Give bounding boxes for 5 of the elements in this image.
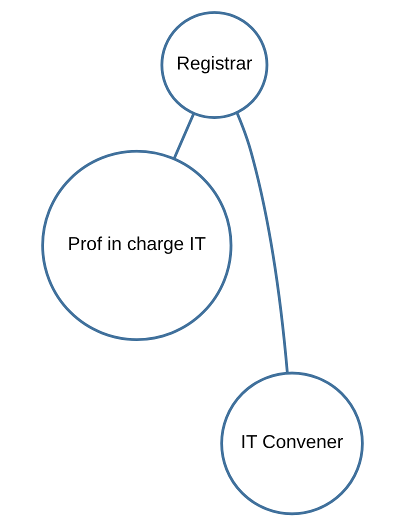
connector — [172, 113, 195, 160]
node-circle: Registrar — [160, 11, 268, 119]
node-circle: Prof in charge IT — [40, 150, 232, 342]
node-circle: IT Convener — [220, 372, 364, 516]
connector — [235, 112, 288, 374]
